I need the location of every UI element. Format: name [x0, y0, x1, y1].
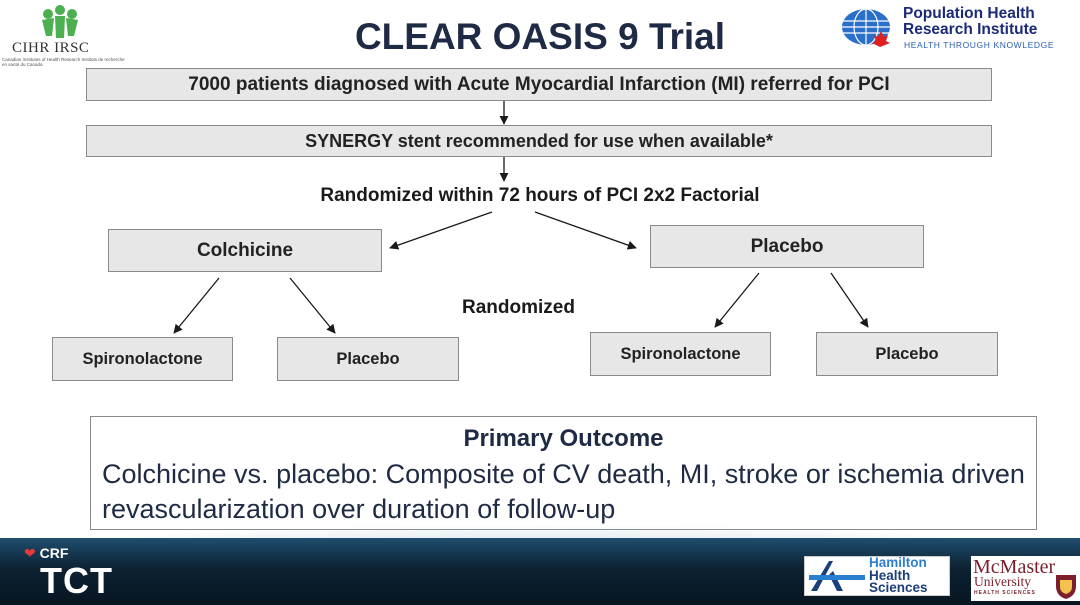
heart-icon: ❤	[24, 545, 36, 561]
arrow-colchicine-placebo	[289, 277, 336, 334]
colchicine-placebo: Placebo	[277, 337, 459, 381]
step-patients: 7000 patients diagnosed with Acute Myoca…	[86, 68, 992, 101]
arrow-placebo-placebo	[830, 272, 869, 328]
second-randomization-label: Randomized	[462, 297, 575, 318]
globe-icon	[840, 7, 896, 51]
arm-colchicine: Colchicine	[108, 229, 382, 272]
hhs-emblem-icon	[809, 561, 865, 591]
arrow-placebo-spiro	[714, 272, 760, 328]
crest-icon	[1056, 575, 1076, 599]
crf-logo: ❤ CRF	[24, 545, 69, 561]
cihr-wordmark: CIHR IRSC	[12, 40, 90, 56]
arrow-to-colchicine	[389, 211, 493, 250]
phri-tagline: HEALTH THROUGH KNOWLEDGE	[904, 40, 1055, 50]
arrow-colchicine-spiro	[173, 277, 220, 334]
randomization-label: Randomized within 72 hours of PCI 2x2 Fa…	[320, 185, 760, 206]
phri-name: Population Health Research Institute	[903, 5, 1038, 38]
page-title: CLEAR OASIS 9 Trial	[354, 16, 726, 57]
tct-logo: TCT	[40, 560, 113, 601]
arm-placebo: Placebo	[650, 225, 924, 268]
primary-outcome-title: Primary Outcome	[463, 425, 664, 452]
step-synergy-stent: SYNERGY stent recommended for use when a…	[86, 125, 992, 157]
maple-leaf-people-icon	[42, 5, 78, 38]
hamilton-health-sciences-logo: Hamilton Health Sciences	[804, 556, 950, 596]
primary-outcome-box: Primary Outcome Colchicine vs. placebo: …	[90, 416, 1037, 530]
mcmaster-logo: McMaster University HEALTH SCIENCES	[971, 556, 1080, 601]
arrow-to-placebo	[534, 211, 637, 250]
placebo-spironolactone: Spironolactone	[590, 332, 771, 376]
primary-outcome-text: Colchicine vs. placebo: Composite of CV …	[102, 459, 1025, 524]
cihr-subtitle: Canadian Institutes of Health Research I…	[2, 57, 125, 67]
placebo-placebo: Placebo	[816, 332, 998, 376]
colchicine-spironolactone: Spironolactone	[52, 337, 233, 381]
cihr-logo	[8, 4, 128, 70]
